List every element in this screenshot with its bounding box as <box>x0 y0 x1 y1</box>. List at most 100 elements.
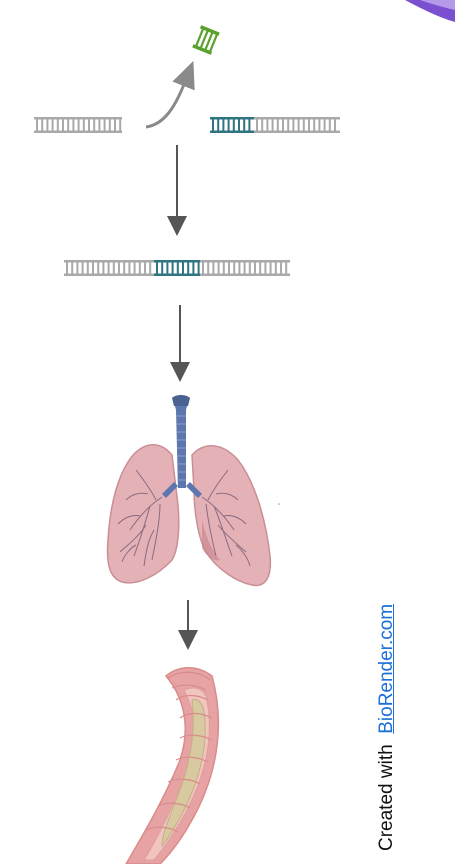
dna-rung <box>228 263 230 274</box>
dna-rung <box>182 263 184 274</box>
dna-rung <box>62 120 64 131</box>
dna-strand-icon <box>34 117 122 133</box>
dna-rung <box>114 120 116 131</box>
dna-rung <box>144 263 146 274</box>
dna-rung <box>277 120 279 131</box>
dna-rail <box>154 274 200 277</box>
dna-rung <box>298 120 300 131</box>
dna-rung <box>67 120 69 131</box>
dna-rung <box>280 263 282 274</box>
lungs-icon <box>108 395 280 585</box>
dna-rung <box>254 263 256 274</box>
dna-rung <box>92 263 94 274</box>
dna-rail <box>34 117 122 120</box>
dna-rung <box>313 120 315 131</box>
dna-rung <box>71 263 73 274</box>
dna-insert-icon <box>192 25 220 55</box>
dna-rung <box>223 263 225 274</box>
edited-dna-strand-icon <box>64 260 290 276</box>
dna-rung <box>275 263 277 274</box>
dna-rung <box>228 120 230 131</box>
dna-rung <box>172 263 174 274</box>
dna-rung <box>83 120 85 131</box>
dna-rung <box>318 120 320 131</box>
credit-prefix: Created with <box>376 744 397 851</box>
dna-rung <box>97 263 99 274</box>
dna-rung <box>93 120 95 131</box>
dna-rail <box>64 260 154 263</box>
dna-rung <box>156 263 158 274</box>
dna-rung <box>217 120 219 131</box>
dna-rung <box>324 120 326 131</box>
dna-rung <box>256 120 258 131</box>
dna-rung <box>218 263 220 274</box>
dna-rung <box>192 263 194 274</box>
dna-rail <box>154 260 200 263</box>
dna-rung <box>87 263 89 274</box>
dna-rung <box>166 263 168 274</box>
dna-rung <box>78 120 80 131</box>
dna-rung <box>72 120 74 131</box>
dna-rung <box>259 263 261 274</box>
dna-rung <box>202 263 204 274</box>
dna-rung <box>244 263 246 274</box>
dna-rung <box>134 263 136 274</box>
dna-rail <box>254 131 340 134</box>
excision-arrow <box>146 72 189 127</box>
dna-rail <box>34 131 122 134</box>
dna-rung <box>98 120 100 131</box>
dna-rung <box>285 263 287 274</box>
dna-rung <box>119 120 121 131</box>
dna-rung <box>212 120 214 131</box>
blood-vessel-icon <box>126 668 218 864</box>
dna-rung <box>149 263 151 274</box>
dna-rung <box>177 263 179 274</box>
dna-rung <box>272 120 274 131</box>
dna-rung <box>261 120 263 131</box>
dna-rung <box>76 263 78 274</box>
dna-rung <box>108 263 110 274</box>
dna-rung <box>303 120 305 131</box>
dna-rung <box>212 263 214 274</box>
dna-rung <box>41 120 43 131</box>
dna-rail <box>200 260 290 263</box>
dna-rung <box>52 120 54 131</box>
dna-rung <box>104 120 106 131</box>
dna-rung <box>264 263 266 274</box>
dna-rung <box>46 120 48 131</box>
dna-rung <box>287 120 289 131</box>
dna-rung <box>118 263 120 274</box>
dna-rung <box>139 263 141 274</box>
dna-rung <box>222 120 224 131</box>
dna-rung <box>243 120 245 131</box>
dna-rail <box>64 274 154 277</box>
dna-rung <box>248 120 250 131</box>
biorender-link[interactable]: BioRender.com <box>376 604 397 734</box>
dna-rung <box>102 263 104 274</box>
dna-rung <box>187 263 189 274</box>
dna-strand-with-target-icon <box>210 117 340 133</box>
dna-rung <box>57 120 59 131</box>
dna-rung <box>123 263 125 274</box>
dna-rail <box>254 117 340 120</box>
dna-rung <box>282 120 284 131</box>
dna-rung <box>82 263 84 274</box>
dna-rung <box>238 263 240 274</box>
dna-rung <box>66 263 68 274</box>
dna-rung <box>249 263 251 274</box>
dna-rung <box>161 263 163 274</box>
dna-rail <box>200 274 290 277</box>
dna-rung <box>233 120 235 131</box>
dna-rail <box>210 131 254 134</box>
dna-rung <box>329 120 331 131</box>
dna-rung <box>88 120 90 131</box>
dna-rung <box>36 120 38 131</box>
dna-rung <box>207 263 209 274</box>
dna-rung <box>128 263 130 274</box>
dna-rail <box>210 117 254 120</box>
dna-rung <box>308 120 310 131</box>
dna-rung <box>238 120 240 131</box>
dna-rung <box>270 263 272 274</box>
dna-rung <box>266 120 268 131</box>
dna-rung <box>198 263 200 274</box>
